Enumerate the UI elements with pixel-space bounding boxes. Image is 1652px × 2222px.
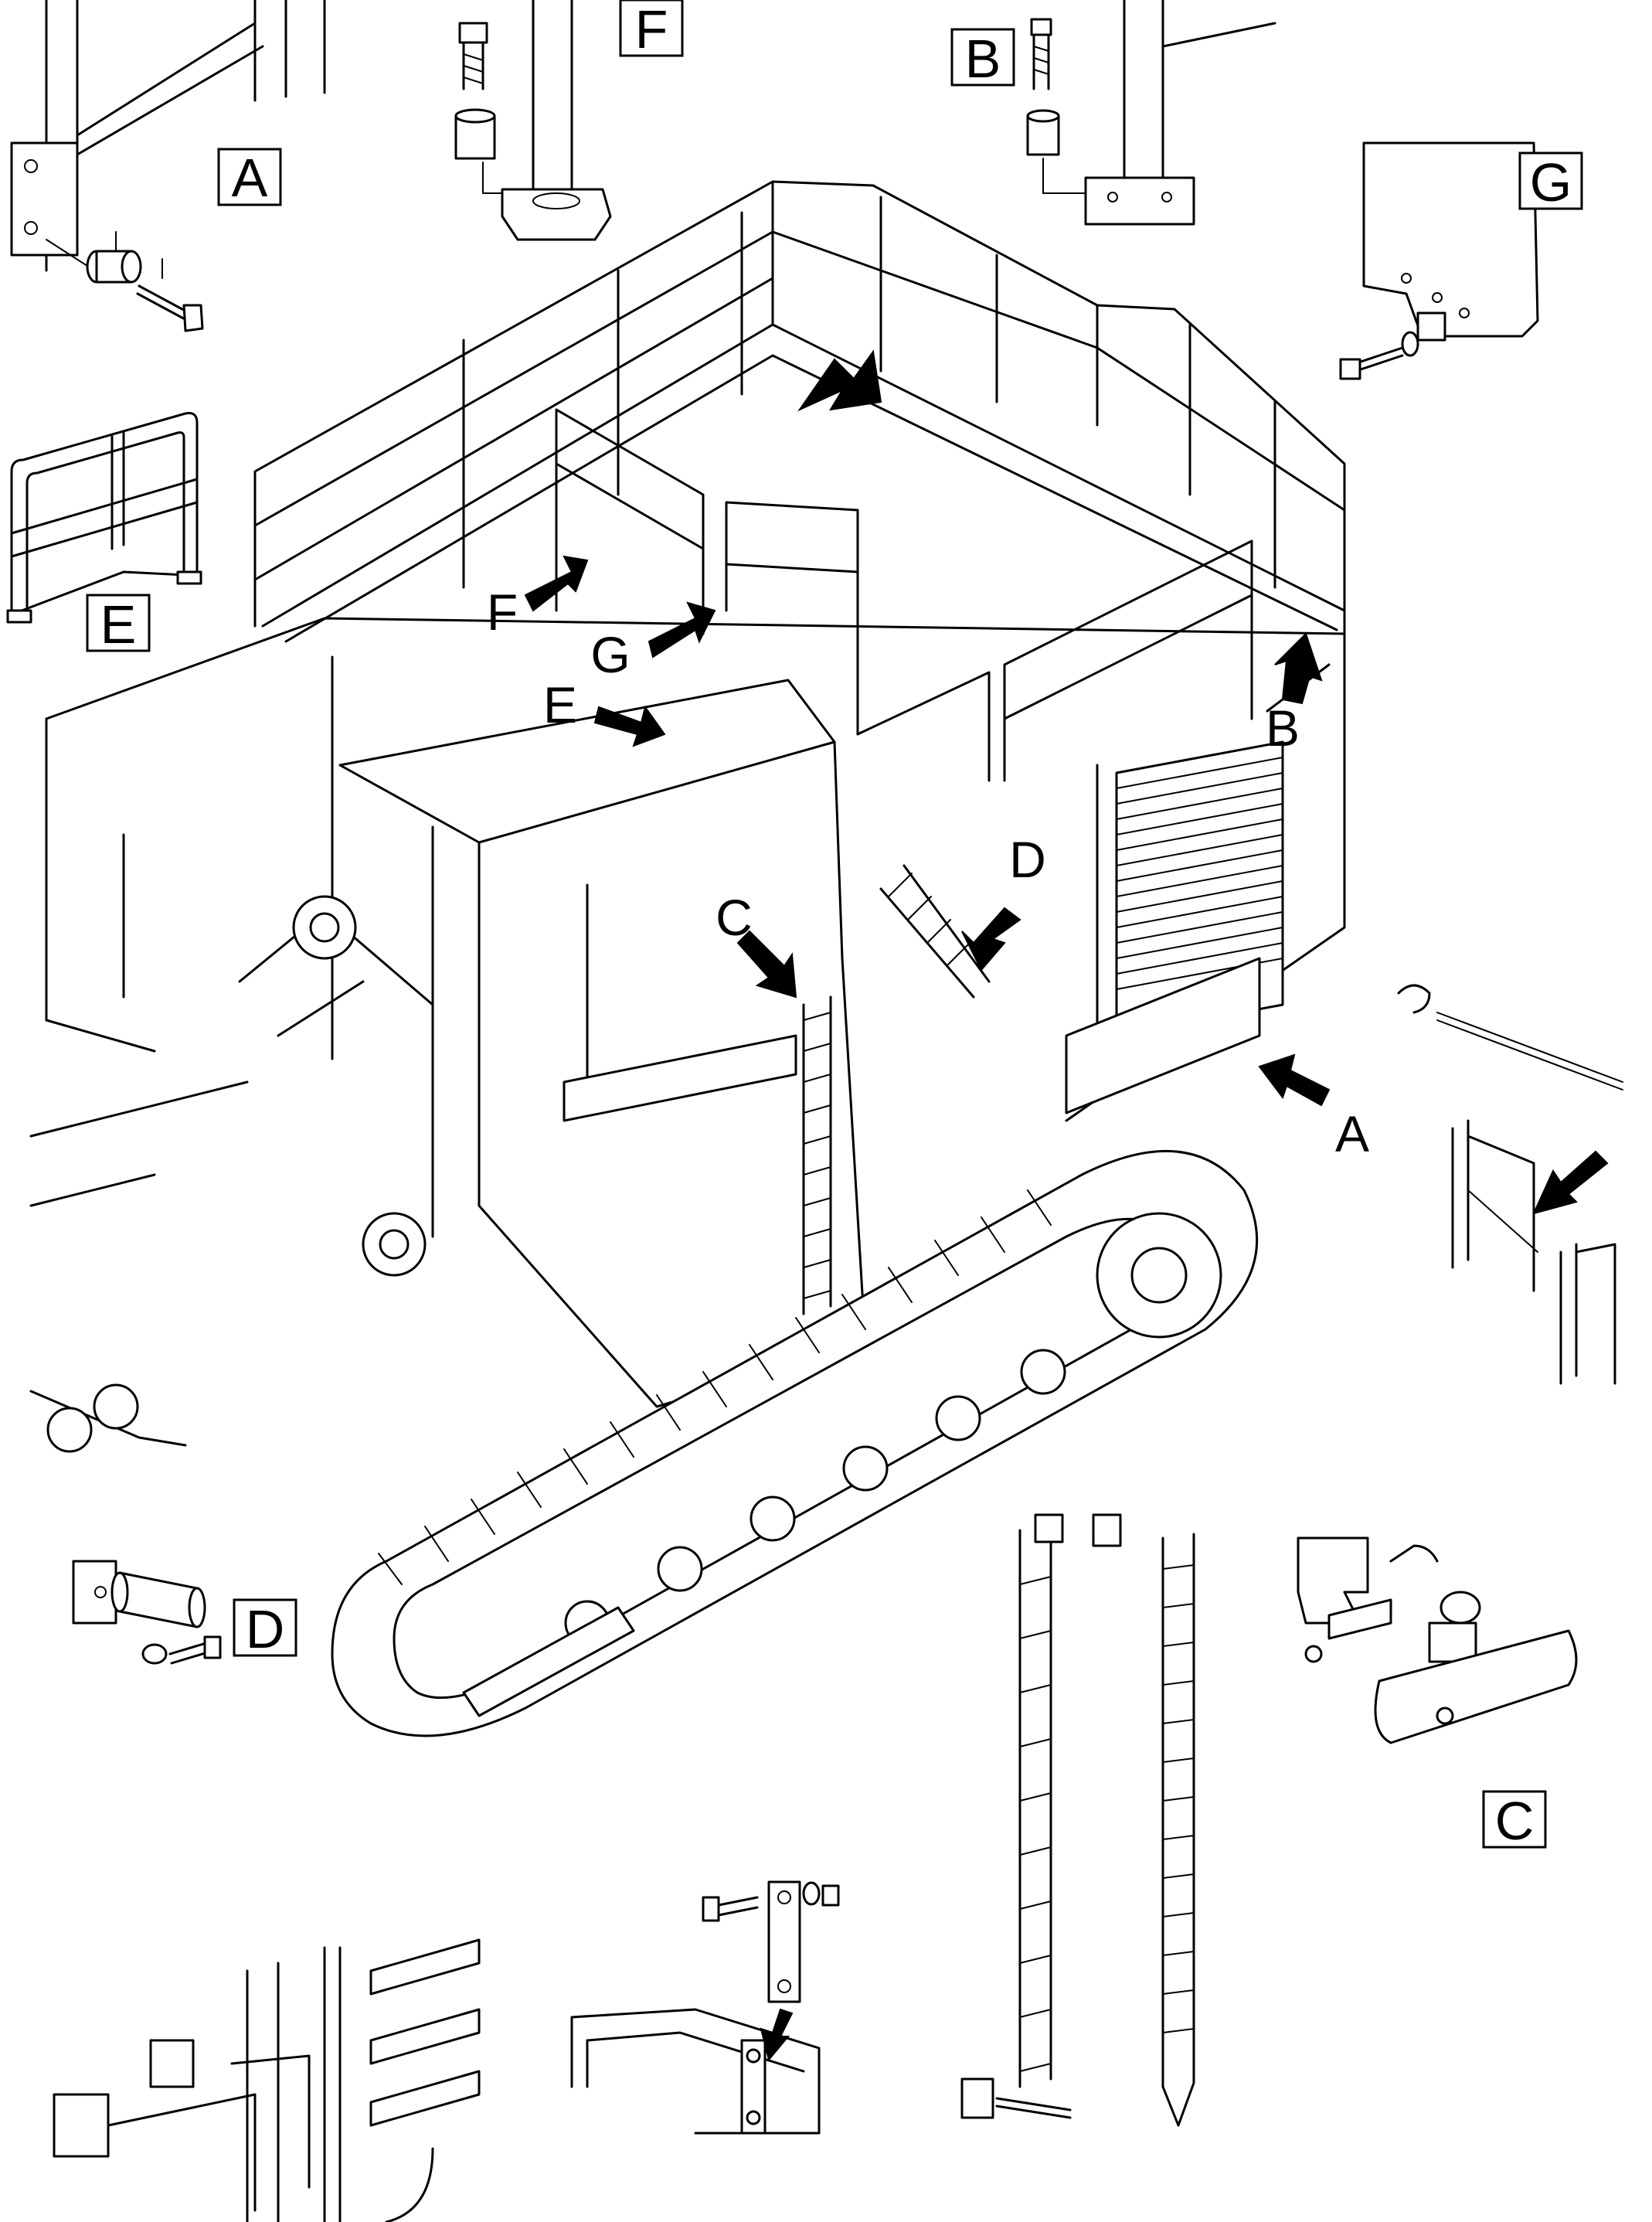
box-label-c: C — [1482, 1790, 1547, 1851]
detail-step-frame — [53, 1938, 481, 2222]
detail-chain — [1397, 984, 1623, 1385]
box-label-d: D — [233, 1598, 297, 1659]
detail-a-bolt — [136, 284, 204, 332]
arrow-chain — [1532, 1150, 1609, 1215]
callout-e: E — [543, 676, 577, 733]
detail-a-bracket — [10, 0, 326, 332]
arrow-e — [593, 705, 666, 747]
arrow-c — [736, 930, 797, 999]
svg-text:E: E — [100, 594, 137, 655]
box-label-b: B — [950, 28, 1015, 89]
arrow-f — [524, 555, 589, 612]
detail-d-bracket — [72, 1560, 222, 1665]
svg-text:A: A — [232, 148, 268, 208]
svg-text:D: D — [246, 1599, 285, 1659]
box-label-a: A — [217, 148, 282, 208]
detail-a-spacer — [86, 250, 142, 284]
svg-text:C: C — [1495, 1791, 1535, 1851]
detail-b-post-mount — [1026, 0, 1276, 226]
arrow-g — [648, 601, 716, 658]
crawler-track — [29, 1080, 1259, 1737]
arrow-d — [961, 907, 1021, 971]
arrow-to-deck — [797, 349, 882, 412]
box-label-f: F — [619, 0, 684, 60]
box-label-g: G — [1518, 151, 1583, 213]
callout-g: G — [590, 626, 630, 683]
callout-c: C — [716, 889, 753, 946]
detail-link-plate — [570, 1880, 840, 2135]
svg-text:B: B — [965, 29, 1001, 89]
box-label-e: E — [86, 594, 151, 655]
arrow-link-plate — [760, 2008, 794, 2062]
arrow-b — [1274, 632, 1323, 705]
callout-f: F — [487, 584, 518, 641]
callout-b: B — [1266, 699, 1300, 757]
machine-body — [45, 180, 1346, 1408]
svg-text:F: F — [635, 0, 668, 60]
track-rollers — [564, 1349, 1066, 1646]
callout-d: D — [1009, 831, 1046, 888]
detail-e-railing — [6, 412, 202, 624]
detail-c-ladder-parts — [960, 1513, 1578, 2127]
callout-a: A — [1335, 1105, 1369, 1162]
detail-f-post-mount — [454, 0, 612, 241]
svg-text:G: G — [1530, 152, 1572, 213]
arrow-a — [1258, 1053, 1331, 1107]
detail-g-plate — [1339, 141, 1539, 380]
